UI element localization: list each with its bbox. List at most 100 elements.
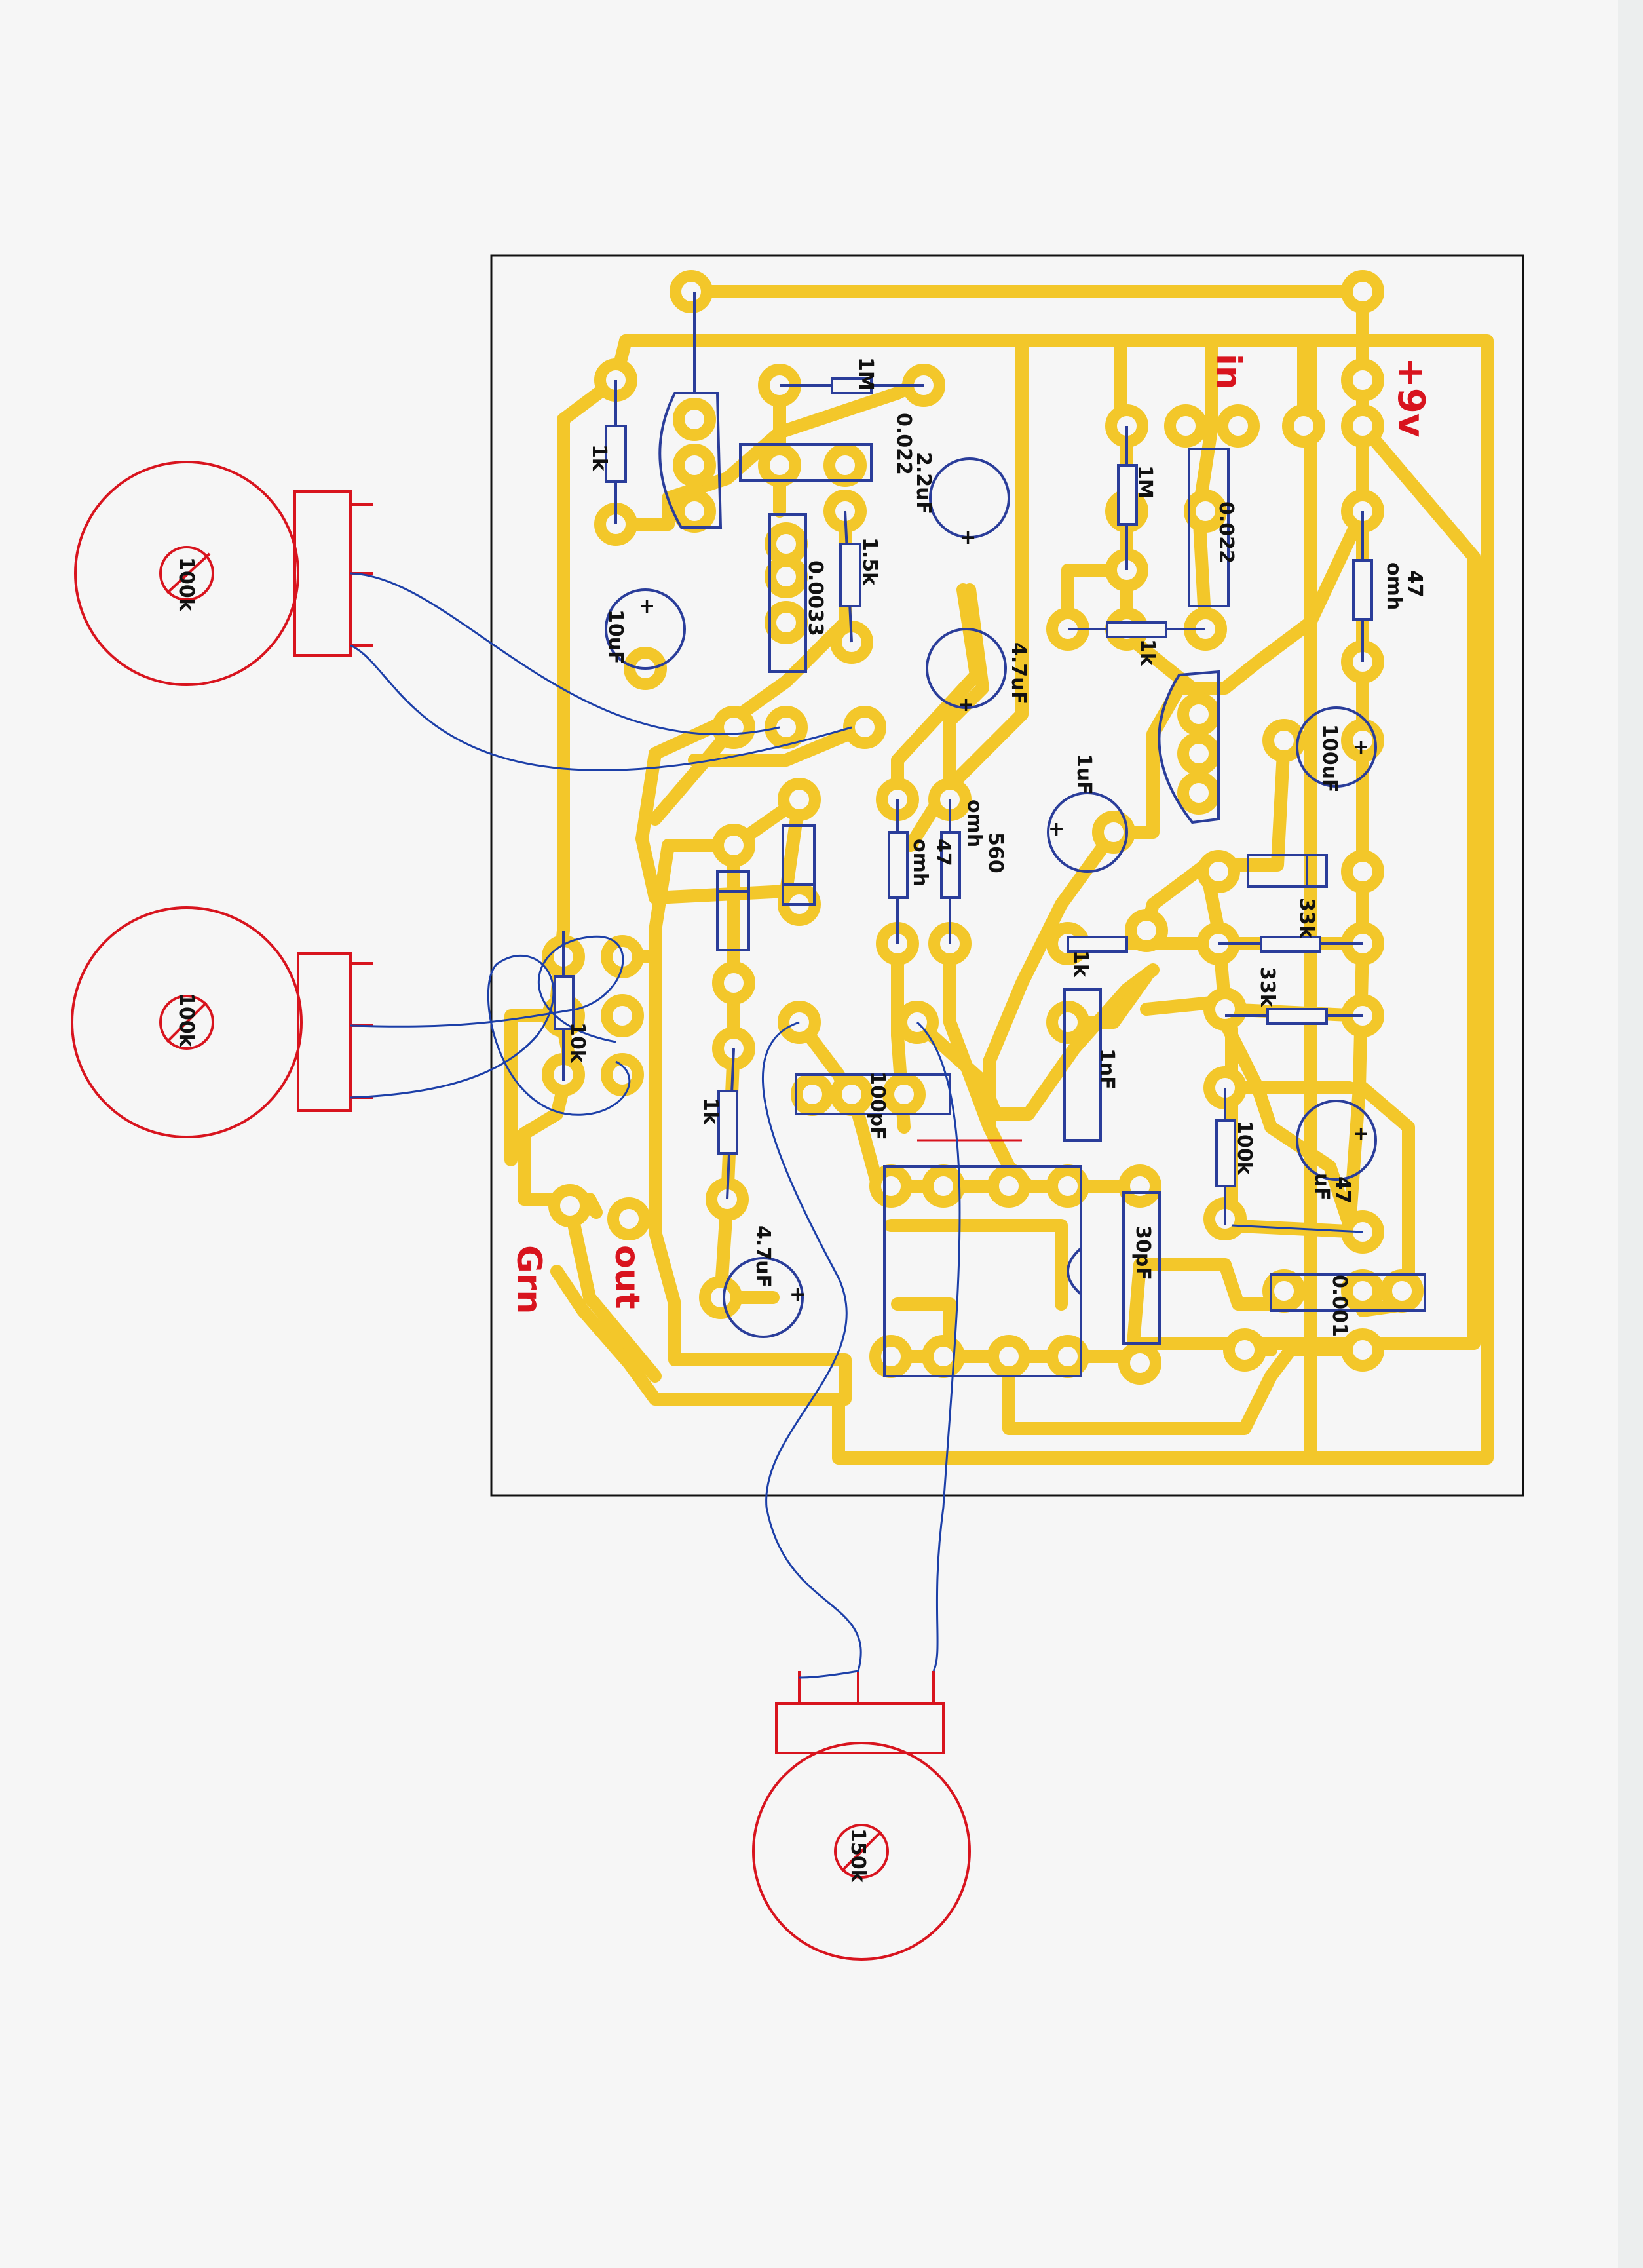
transistor-q2 [1158, 670, 1220, 824]
capacitor-1uf [1047, 792, 1128, 873]
solder-pad [1203, 988, 1247, 1031]
label-1nf: 1nF [1095, 1048, 1118, 1090]
label-47-b: 47 [1403, 570, 1426, 598]
diode-b [782, 824, 816, 906]
resistor-47-b [1352, 511, 1373, 662]
resistor-15k [839, 510, 861, 643]
resistor-1k-c [1067, 936, 1128, 953]
label-out: out [607, 1245, 647, 1309]
resistor-1m-b [1117, 426, 1138, 570]
solder-pad [1125, 909, 1168, 952]
component-labels: 1k 1M 0.022 2.2uF 1.5k 0.0033 10uF 4.7uF… [175, 354, 1432, 1883]
solder-pad [1164, 404, 1207, 448]
label-pot3: 150k [846, 1828, 869, 1883]
solder-pad [1046, 1001, 1089, 1044]
resistor-33k-a [1218, 936, 1363, 953]
hookup-wires [350, 572, 1363, 1679]
label-22uf: 2.2uF [912, 452, 935, 514]
label-0001: 0.001 [1328, 1275, 1351, 1337]
resistor-10k [554, 931, 575, 1081]
solder-pad [1092, 811, 1135, 854]
solder-pad [882, 1073, 926, 1116]
solder-pad [1118, 1341, 1161, 1385]
plus-mark-47uf-b: + [1353, 1123, 1369, 1145]
solder-pad [823, 444, 867, 487]
solder-pad [1262, 1269, 1306, 1313]
capacitor-47uf-c [723, 1257, 804, 1338]
label-in: in [1209, 354, 1248, 390]
potentiometers [71, 461, 971, 1961]
solder-pad [1197, 850, 1240, 893]
solder-pad [1046, 1164, 1089, 1208]
solder-pad [1046, 1335, 1089, 1378]
label-47uf-a: 4.7uF [1007, 642, 1030, 704]
solder-pad [869, 1164, 913, 1208]
pot-150k-bottom [752, 1671, 971, 1961]
label-33k-a: 33k [1295, 898, 1318, 939]
label-plus9v: +9v [1389, 357, 1432, 437]
solder-pad [1341, 850, 1384, 893]
solder-pad [1341, 270, 1384, 313]
solder-pad [922, 1335, 965, 1378]
plus-mark-1uf: + [1048, 818, 1065, 841]
label-47-b-cap-unit: uF [1310, 1173, 1333, 1201]
capacitor-47uf-a [926, 628, 1007, 709]
solder-pad [1262, 719, 1306, 762]
solder-pad [607, 1197, 651, 1240]
resistor-100k [1215, 1088, 1236, 1225]
label-560: 560 [984, 832, 1007, 874]
capacitor-10uf [605, 588, 686, 670]
capacitor-47uf-b [1296, 1100, 1377, 1181]
plus-mark-47uf-c: + [789, 1283, 806, 1306]
diode-a [716, 870, 750, 951]
solder-pad [765, 555, 808, 598]
label-33k-b: 33k [1256, 967, 1279, 1008]
label-pot2: 100k [175, 993, 198, 1048]
label-1k-d: 1k [699, 1098, 722, 1125]
label-47-b-cap: 47 [1331, 1176, 1354, 1204]
components [554, 292, 1426, 1377]
pot-100k-mid [71, 906, 373, 1138]
label-0022-b: 0.022 [1215, 501, 1237, 564]
label-47-b-unit: omh [1382, 562, 1405, 610]
resistor-1k-b [1068, 621, 1205, 638]
solder-pad [1341, 1328, 1384, 1372]
solder-pad [1341, 1269, 1384, 1313]
solder-pad [1118, 1164, 1161, 1208]
solder-pad [1177, 693, 1220, 736]
capacitor-0022-a [739, 443, 873, 482]
capacitor-0022-b [1188, 448, 1230, 607]
solder-pad [987, 1164, 1030, 1208]
plus-mark-47uf-a: + [958, 693, 974, 716]
label-pot1: 100k [175, 557, 198, 612]
solder-pad [673, 490, 716, 533]
solder-pad [548, 1184, 592, 1227]
solder-pad [601, 994, 644, 1037]
solder-pad [1341, 719, 1384, 762]
solder-pad [1177, 771, 1220, 815]
resistor-33k-b [1225, 1008, 1363, 1025]
capacitor-00033 [768, 513, 807, 673]
plus-mark-100uf: + [1353, 736, 1369, 759]
label-47uf-c: 4.7uF [751, 1225, 774, 1288]
capacitor-0001 [1270, 1273, 1426, 1312]
capacitor-30pf [1122, 1191, 1161, 1345]
resistor-560 [940, 799, 961, 944]
solder-pad [987, 1335, 1030, 1378]
solder-pad [673, 398, 716, 441]
solder-pad [699, 1276, 742, 1319]
solder-pad [1177, 732, 1220, 775]
capacitor-1nf [1063, 988, 1102, 1142]
solder-pad [765, 522, 808, 566]
label-1k-c: 1k [1069, 950, 1092, 978]
solder-pad [765, 706, 808, 749]
solder-pad [712, 706, 755, 749]
solder-pad [765, 601, 808, 644]
resistor-1k-top [605, 380, 627, 524]
transistor-q1 [658, 292, 723, 529]
label-560-unit: omh [963, 799, 986, 847]
label-47-a-unit: omh [909, 839, 932, 887]
label-1uf: 1uF [1072, 754, 1095, 795]
label-10uf: 10uF [604, 609, 627, 664]
